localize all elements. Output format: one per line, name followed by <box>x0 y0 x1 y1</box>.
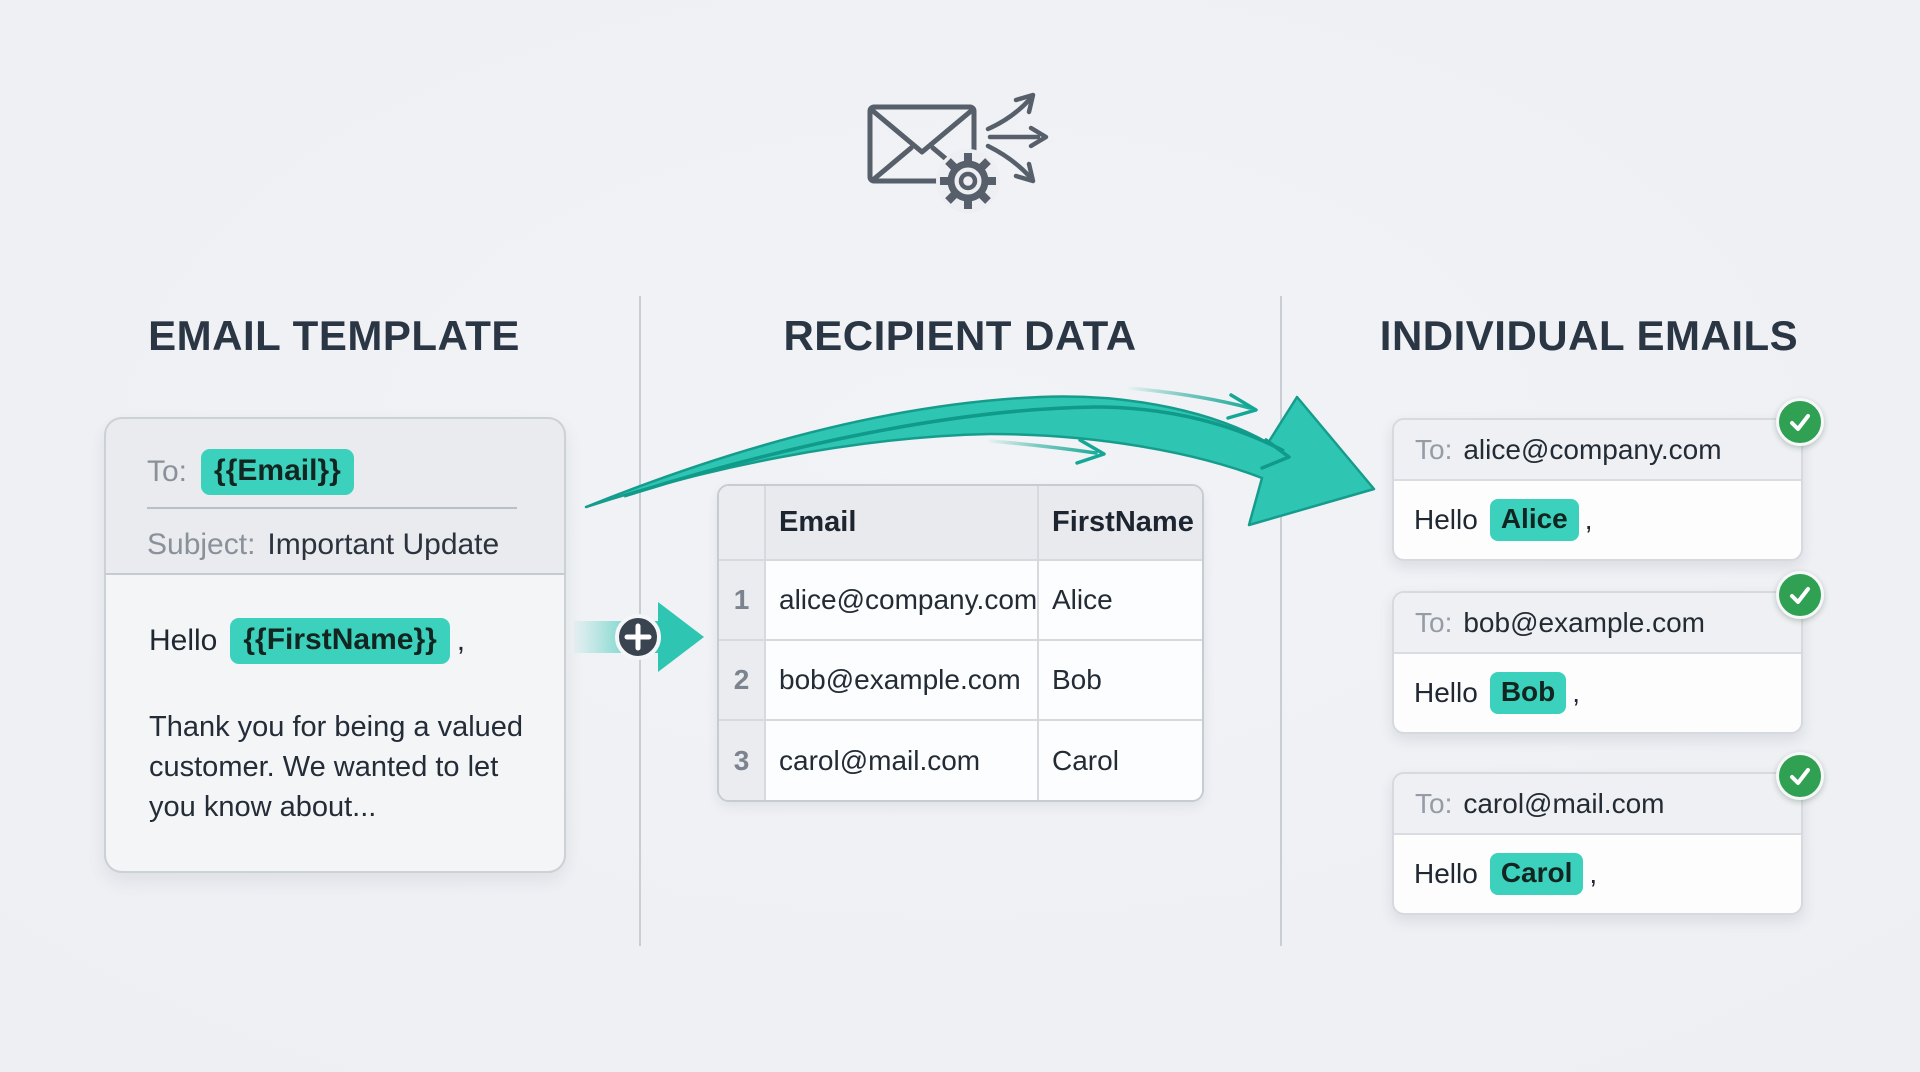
heading-individual-emails: INDIVIDUAL EMAILS <box>1379 312 1799 359</box>
greeting-punctuation: , <box>1589 858 1598 889</box>
row-number: 1 <box>719 561 766 641</box>
to-address: bob@example.com <box>1463 606 1706 638</box>
template-subject-row: Subject: Important Update <box>147 523 499 567</box>
table-corner-cell <box>719 486 766 561</box>
email-card-body: Hello Alice , <box>1394 481 1801 559</box>
cell-firstname: Carol <box>1039 721 1202 800</box>
template-body: Hello {{FirstName}} , Thank you for bein… <box>104 573 566 873</box>
to-label: To: <box>1415 433 1453 465</box>
email-placeholder-chip: {{Email}} <box>201 449 354 495</box>
firstname-placeholder-chip: {{FirstName}} <box>230 618 450 664</box>
fan-out-arrows-icon <box>985 92 1049 184</box>
to-address: carol@mail.com <box>1463 787 1665 819</box>
greeting-prefix: Hello <box>149 624 218 657</box>
motion-arrow-icon <box>988 438 1106 465</box>
cell-firstname: Alice <box>1039 561 1202 641</box>
cell-firstname: Bob <box>1039 641 1202 721</box>
motion-arrow-icon <box>1126 386 1258 420</box>
template-body-text: Thank you for being a valued customer. W… <box>149 707 529 827</box>
subject-label: Subject: <box>147 528 256 561</box>
individual-email-card: To: carol@mail.com Hello Carol , <box>1392 772 1803 915</box>
greeting-punctuation: , <box>456 624 466 657</box>
column-header-firstname: FirstName <box>1039 486 1202 561</box>
check-icon <box>1776 398 1824 446</box>
cell-email: alice@company.com <box>766 561 1039 641</box>
greeting-punctuation: , <box>1584 504 1593 535</box>
individual-email-card: To: bob@example.com Hello Bob , <box>1392 591 1803 734</box>
column-header-email: Email <box>766 486 1039 561</box>
heading-recipient-data: RECIPIENT DATA <box>783 312 1137 359</box>
subject-value: Important Update <box>267 528 500 561</box>
recipient-data-table: Email FirstName 1 alice@company.com Alic… <box>717 484 1204 802</box>
body-line: Thank you for being a valued <box>149 711 524 743</box>
individual-email-card: To: alice@company.com Hello Alice , <box>1392 418 1803 561</box>
check-icon <box>1776 571 1824 619</box>
greeting-prefix: Hello <box>1414 504 1478 535</box>
to-label: To: <box>1415 787 1453 819</box>
body-line: you know about... <box>149 791 377 823</box>
to-address: alice@company.com <box>1463 433 1722 465</box>
email-card-header: To: carol@mail.com <box>1394 774 1801 835</box>
email-card-body: Hello Carol , <box>1394 835 1801 913</box>
template-to-row: To: {{Email}} <box>147 447 354 497</box>
envelope-icon <box>867 104 977 184</box>
gear-icon <box>936 149 1000 213</box>
column-divider-right <box>1280 296 1282 946</box>
email-card-header: To: alice@company.com <box>1394 420 1801 481</box>
merged-name-chip: Alice <box>1489 499 1579 541</box>
column-divider-left <box>639 296 641 946</box>
merged-name-chip: Bob <box>1489 672 1567 714</box>
greeting-punctuation: , <box>1572 677 1581 708</box>
email-template-card: To: {{Email}} Subject: Important Update … <box>104 417 566 873</box>
plus-icon <box>615 614 661 660</box>
row-number: 2 <box>719 641 766 721</box>
email-card-body: Hello Bob , <box>1394 654 1801 732</box>
cell-email: carol@mail.com <box>766 721 1039 800</box>
template-header-divider <box>147 507 517 509</box>
to-label: To: <box>147 455 188 488</box>
check-icon <box>1776 752 1824 800</box>
body-line: customer. We wanted to let <box>149 751 499 783</box>
to-label: To: <box>1415 606 1453 638</box>
greeting-prefix: Hello <box>1414 858 1478 889</box>
template-greeting: Hello {{FirstName}} , <box>149 615 465 667</box>
greeting-prefix: Hello <box>1414 677 1478 708</box>
row-number: 3 <box>719 721 766 800</box>
merged-name-chip: Carol <box>1489 853 1584 895</box>
email-card-header: To: bob@example.com <box>1394 593 1801 654</box>
heading-email-template: EMAIL TEMPLATE <box>148 312 520 359</box>
cell-email: bob@example.com <box>766 641 1039 721</box>
